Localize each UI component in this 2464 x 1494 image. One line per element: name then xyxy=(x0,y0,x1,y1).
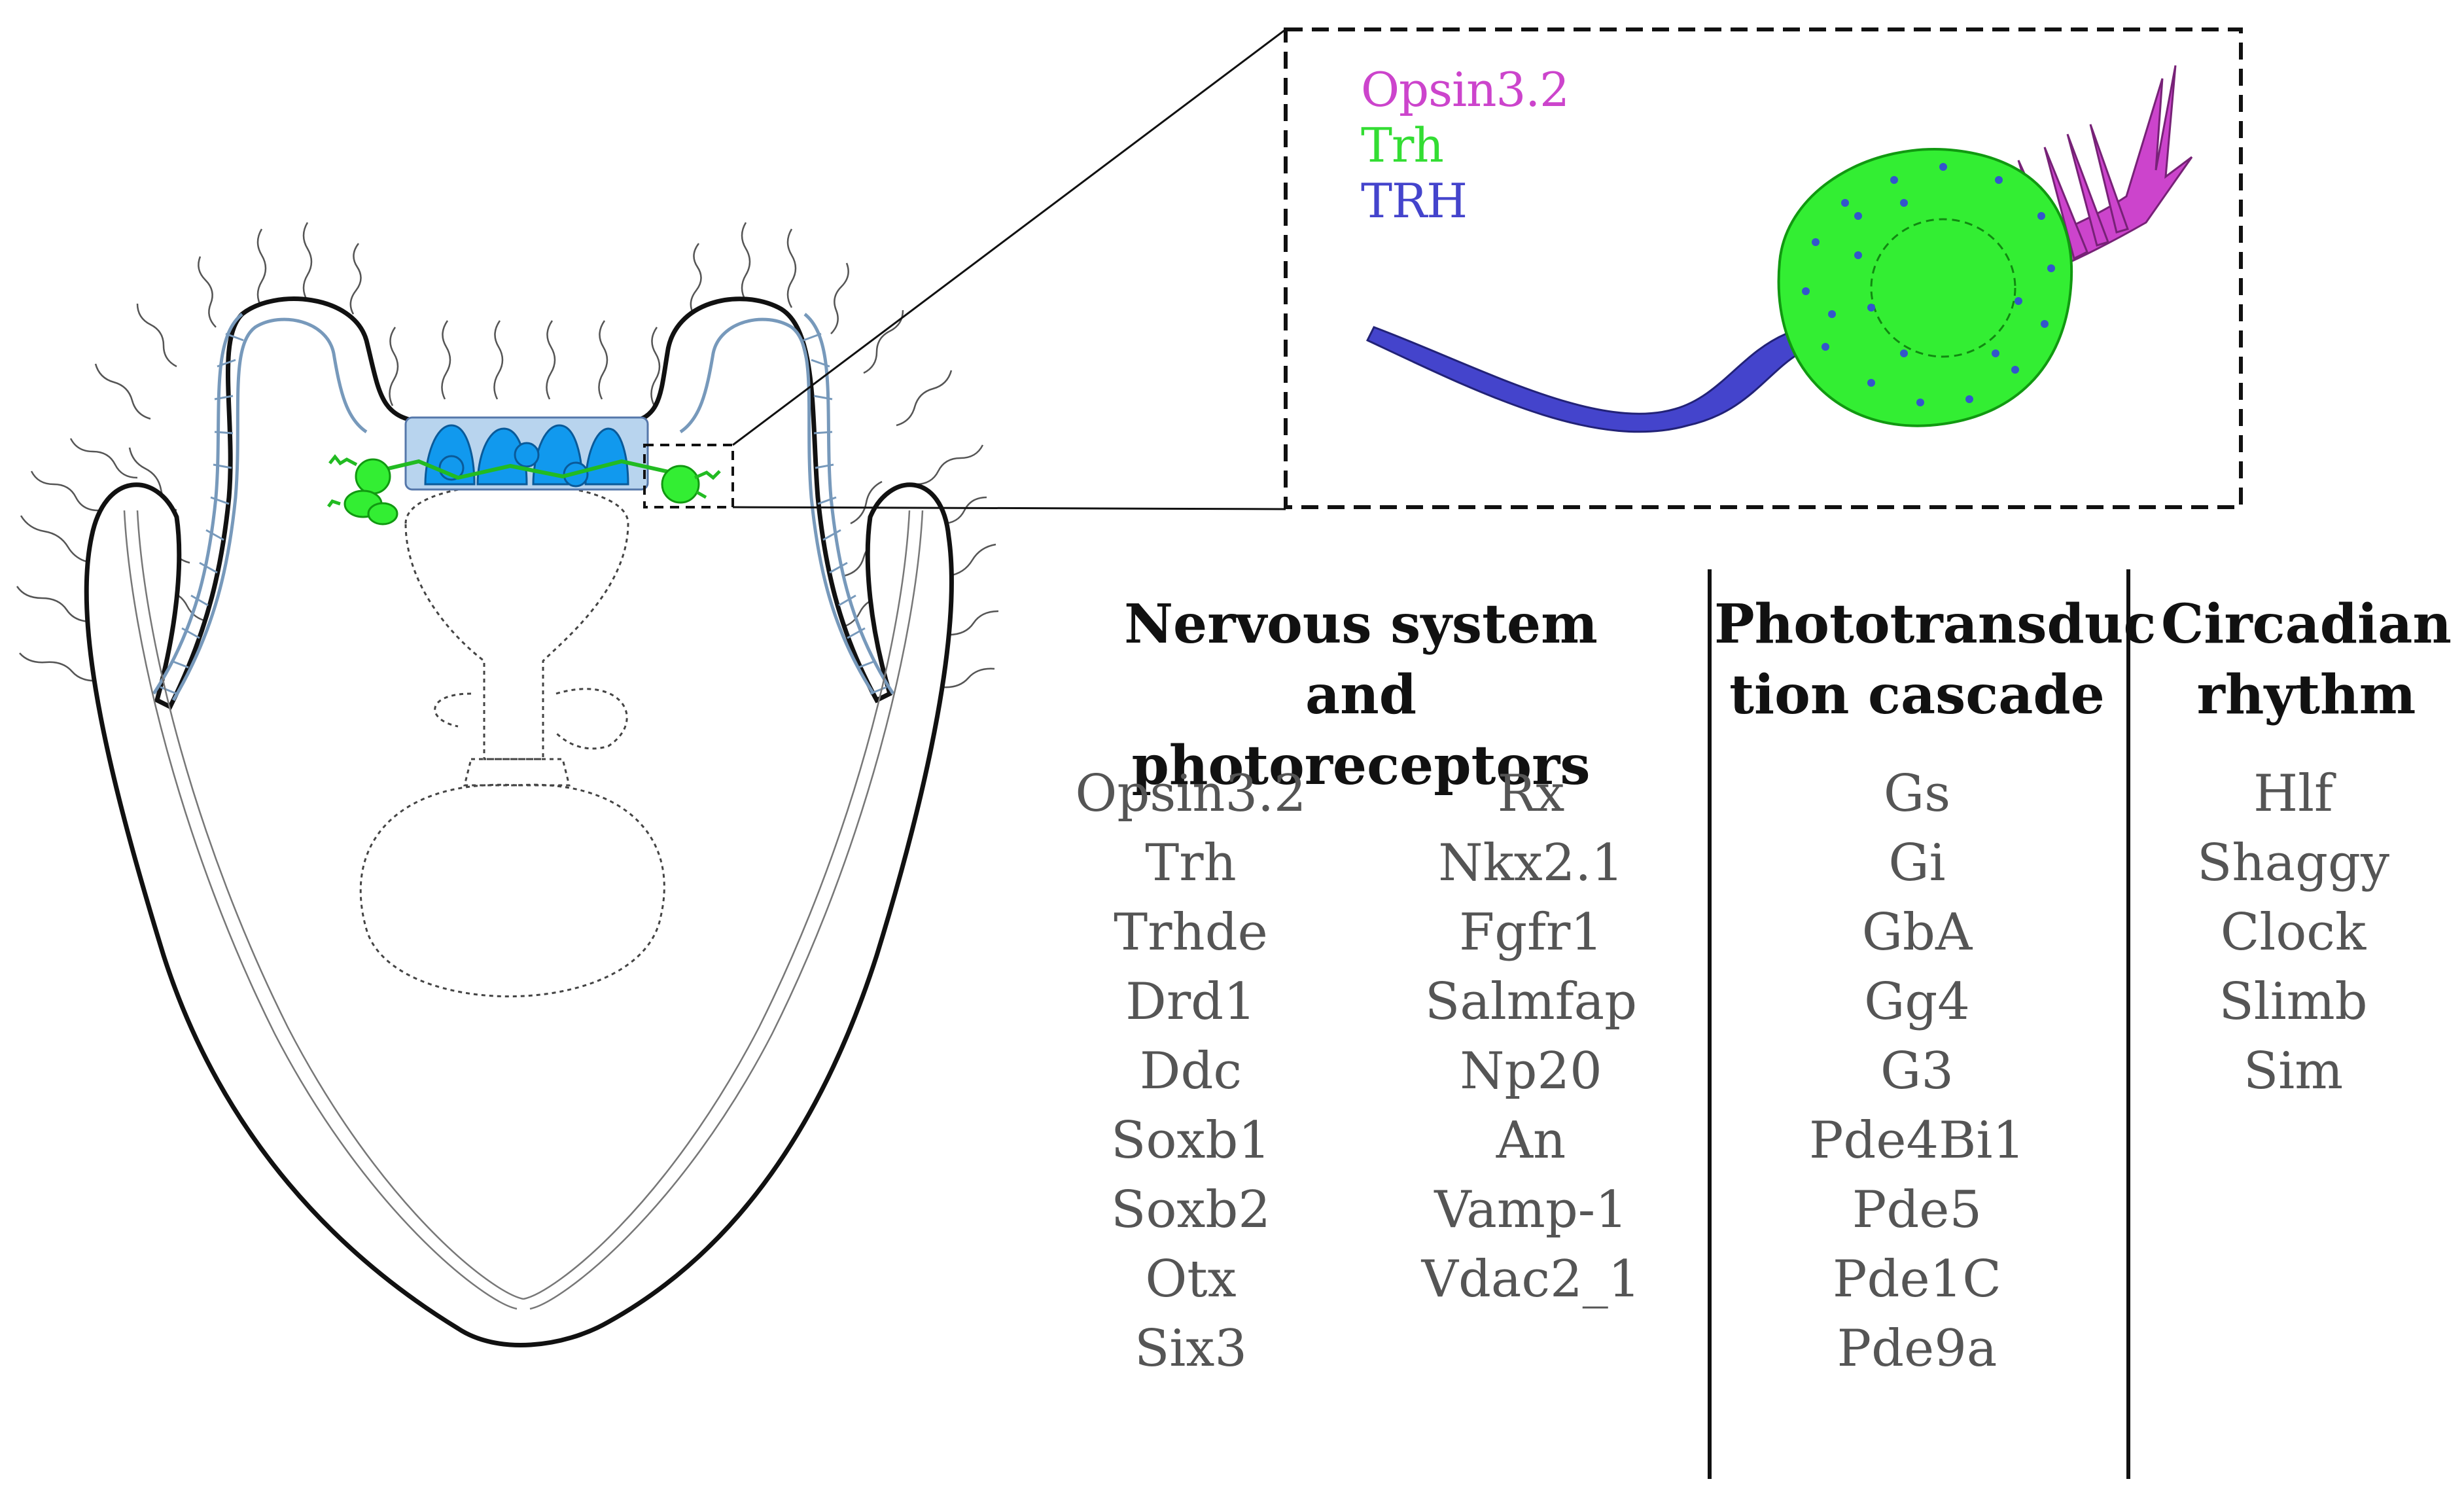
gene-item: Pde1C xyxy=(1833,1250,2001,1309)
gene-item: G3 xyxy=(1880,1042,1954,1101)
gene-item: Np20 xyxy=(1460,1042,1602,1101)
header-nervous-system: Nervous system and photoreceptors xyxy=(1060,589,1662,801)
gene-item: Vdac2_1 xyxy=(1421,1250,1641,1309)
apical-organ-cells xyxy=(424,424,629,488)
gene-item: Salmfap xyxy=(1424,972,1638,1031)
gene-item: Fgfr1 xyxy=(1459,903,1603,962)
gene-item: Sim xyxy=(2243,1042,2344,1101)
nucleus xyxy=(1870,218,2016,358)
header-circadian: Circadian rhythm xyxy=(2159,589,2454,730)
gene-item: Opsin3.2 xyxy=(1075,764,1307,823)
gene-item: Nkx2.1 xyxy=(1438,834,1624,893)
zoom-source-box xyxy=(643,444,734,508)
trh-granules xyxy=(1802,163,2055,406)
gene-item: Pde9a xyxy=(1837,1319,1998,1378)
header-nervous-line2: photoreceptors xyxy=(1131,734,1591,797)
gene-item: Gg4 xyxy=(1864,972,1970,1031)
trh-neurons xyxy=(327,454,721,525)
column-divider-1 xyxy=(1708,569,1712,1479)
header-photo-line2: tion cascade xyxy=(1729,664,2105,726)
gene-item: Trhde xyxy=(1114,903,1268,962)
header-photo-line1: Phototransduc xyxy=(1714,593,2156,656)
gene-item: Shaggy xyxy=(2196,834,2390,893)
gene-item: Hlf xyxy=(2253,764,2333,823)
cell-body-trh xyxy=(1777,148,2073,427)
legend-trh-peptide: TRH xyxy=(1361,173,1468,228)
gene-item: An xyxy=(1496,1111,1566,1170)
gene-item: Soxb2 xyxy=(1111,1181,1271,1239)
gene-item: Rx xyxy=(1497,764,1565,823)
header-phototransduction: Phototransduc tion cascade xyxy=(1714,589,2156,730)
header-circadian-line2: rhythm xyxy=(2196,664,2416,726)
legend-trh: Trh xyxy=(1361,118,1444,173)
gene-item: GbA xyxy=(1861,903,1973,962)
header-circadian-line1: Circadian xyxy=(2161,593,2452,656)
gene-item: Gs xyxy=(1883,764,1951,823)
larva-diagram xyxy=(16,222,999,1347)
gene-item: Trh xyxy=(1145,834,1237,893)
muscle-lines xyxy=(123,510,924,1310)
gene-item: Pde5 xyxy=(1852,1181,1982,1239)
gene-item: Soxb1 xyxy=(1111,1111,1271,1170)
gene-item: Vamp-1 xyxy=(1434,1181,1628,1239)
gene-item: Pde4Bi1 xyxy=(1808,1111,2026,1170)
header-nervous-line1: Nervous system and xyxy=(1124,593,1598,726)
gene-item: Clock xyxy=(2220,903,2367,962)
gene-item: Gi xyxy=(1888,834,1946,893)
legend-opsin: Opsin3.2 xyxy=(1361,62,1570,117)
gene-item: Slimb xyxy=(2219,972,2368,1031)
column-divider-2 xyxy=(2126,569,2130,1479)
gene-item: Ddc xyxy=(1139,1042,1242,1101)
gene-item: Otx xyxy=(1145,1250,1237,1309)
inset-zoom-panel xyxy=(1284,27,2243,509)
inset-dashed-border xyxy=(1284,27,2243,509)
gene-item: Six3 xyxy=(1135,1319,1247,1378)
gene-item: Drd1 xyxy=(1125,972,1256,1031)
